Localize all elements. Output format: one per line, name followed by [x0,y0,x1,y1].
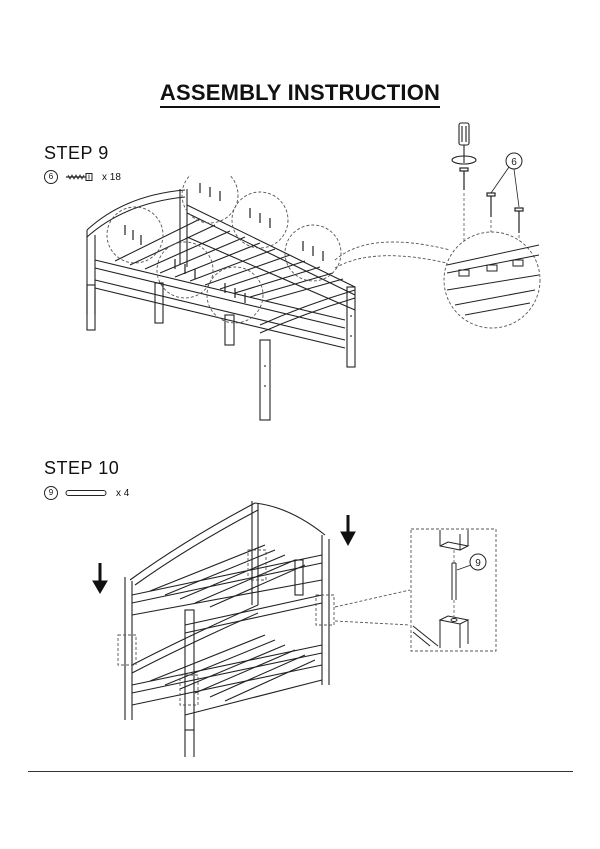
detail-callout-number: 9 [475,558,481,569]
screwdriver-icon [451,122,477,165]
step-9-label: STEP 9 [44,143,109,163]
page-title-text: ASSEMBLY INSTRUCTION [159,80,441,108]
step-10-label: STEP 10 [44,458,120,478]
step-10-parts: 9 x 4 [44,486,129,500]
down-arrow-icon [340,515,356,547]
part-number-badge: 6 [44,170,58,184]
step-10-detail-drawing: 9 [410,528,497,652]
page-title: ASSEMBLY INSTRUCTION [0,80,600,108]
footer-divider [28,771,573,772]
step-9-bed-frame-drawing [86,175,356,421]
step-10-bunk-bed-drawing [92,501,356,757]
dowel-pin-icon [65,490,107,496]
step-9-detail-drawing: 6 [443,122,541,329]
part-quantity: x 4 [116,487,130,499]
part-quantity: x 18 [102,171,121,183]
step-10-detail-leader [334,589,411,626]
part-number-badge: 9 [44,486,58,500]
detail-callout-number: 6 [511,157,517,168]
screw-icon [66,173,93,181]
step-9-parts: 6 x 18 [44,170,121,184]
step-9-detail-leader [334,241,456,269]
down-arrow-icon [92,563,108,594]
